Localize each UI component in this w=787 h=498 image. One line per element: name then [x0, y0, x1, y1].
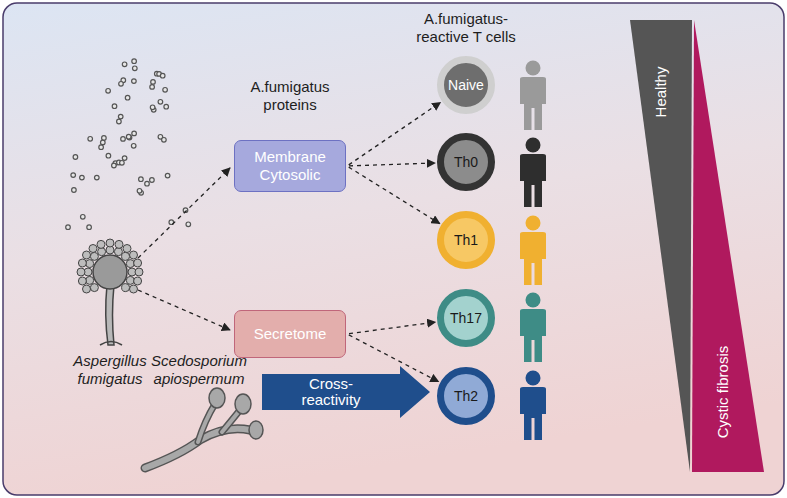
- dashed-connector: [349, 163, 435, 166]
- healthy-triangle: Healthy: [630, 20, 692, 472]
- aspergillus-conidiophore: [77, 239, 143, 345]
- box-text: Membrane Cytosolic: [243, 148, 337, 184]
- cell-text: Th1: [454, 232, 478, 248]
- triangle-text: Cystic fibrosis: [714, 346, 731, 439]
- t-cell-circle: Th1: [437, 211, 495, 269]
- dashed-connector: [349, 322, 435, 334]
- protein-box: Secretome: [234, 310, 346, 358]
- cross-reactivity-arrow: Cross-reactivity: [262, 366, 430, 418]
- cell-text: Th2: [454, 388, 478, 404]
- group-label: A.fumigatus-reactive T cells: [405, 10, 527, 46]
- panel: [3, 3, 784, 495]
- scedosporium-hyphae: [145, 388, 263, 468]
- triangle-text: Healthy: [652, 67, 669, 118]
- organism-label: Scedosporium apiospermum: [140, 352, 258, 388]
- protein-box: Membrane Cytosolic: [234, 140, 346, 192]
- t-cell-circle: Th2: [437, 367, 495, 425]
- box-text: Secretome: [254, 325, 327, 343]
- cell-text: Th17: [450, 310, 482, 326]
- dashed-connector: [349, 102, 441, 164]
- spores: [66, 59, 191, 230]
- dashed-connector: [349, 167, 440, 224]
- group-label: A.fumigatus proteins: [222, 78, 358, 114]
- cell-text: Th0: [454, 154, 478, 170]
- t-cell-circle: Th17: [437, 289, 495, 347]
- arrow-text: Cross-reactivity: [291, 376, 371, 409]
- t-cell-circle: Naive: [437, 56, 495, 114]
- dashed-arrows: [138, 168, 230, 330]
- people: [520, 61, 546, 441]
- cf-triangle: Cystic fibrosis: [692, 20, 764, 472]
- cell-text: Naive: [448, 77, 484, 93]
- t-cell-circle: Th0: [437, 133, 495, 191]
